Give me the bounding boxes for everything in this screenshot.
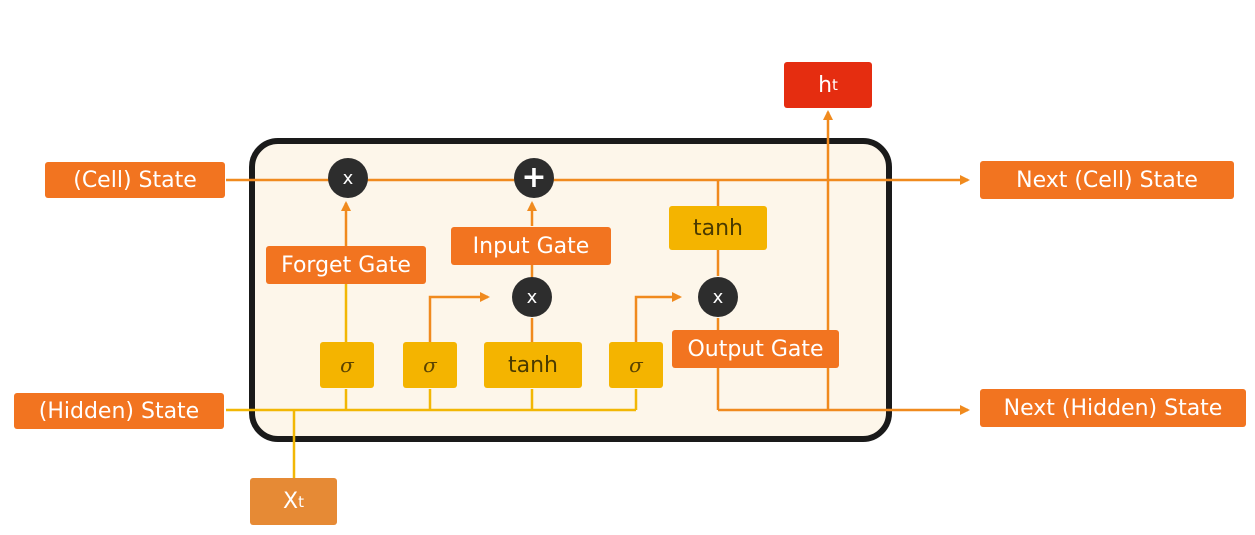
forget-gate-box: Forget Gate <box>266 246 426 284</box>
next-hidden-state-label: Next (Hidden) State <box>980 389 1246 427</box>
output-sigma-box: σ <box>609 342 663 388</box>
output-multiply-icon: x <box>698 277 738 317</box>
input-gate-box: Input Gate <box>451 227 611 265</box>
cell-tanh-box: tanh <box>669 206 767 250</box>
next-cell-state-label: Next (Cell) State <box>980 161 1234 199</box>
input-multiply-icon: x <box>512 277 552 317</box>
xt-label: X <box>283 489 299 514</box>
output-gate-box: Output Gate <box>672 330 839 368</box>
forget-multiply-icon: x <box>328 158 368 198</box>
xt-subscript: t <box>298 492 304 511</box>
output-sigma-to-multiply <box>634 292 682 342</box>
input-sigma-box: σ <box>403 342 457 388</box>
ht-label: h <box>818 72 833 98</box>
input-sigma-to-multiply <box>428 292 490 342</box>
ht-subscript: t <box>832 76 838 94</box>
input-tanh-box: tanh <box>484 342 582 388</box>
hidden-state-label: (Hidden) State <box>14 393 224 429</box>
forget-sigma-box: σ <box>320 342 374 388</box>
cell-state-label: (Cell) State <box>45 162 225 198</box>
add-icon: + <box>514 158 554 198</box>
